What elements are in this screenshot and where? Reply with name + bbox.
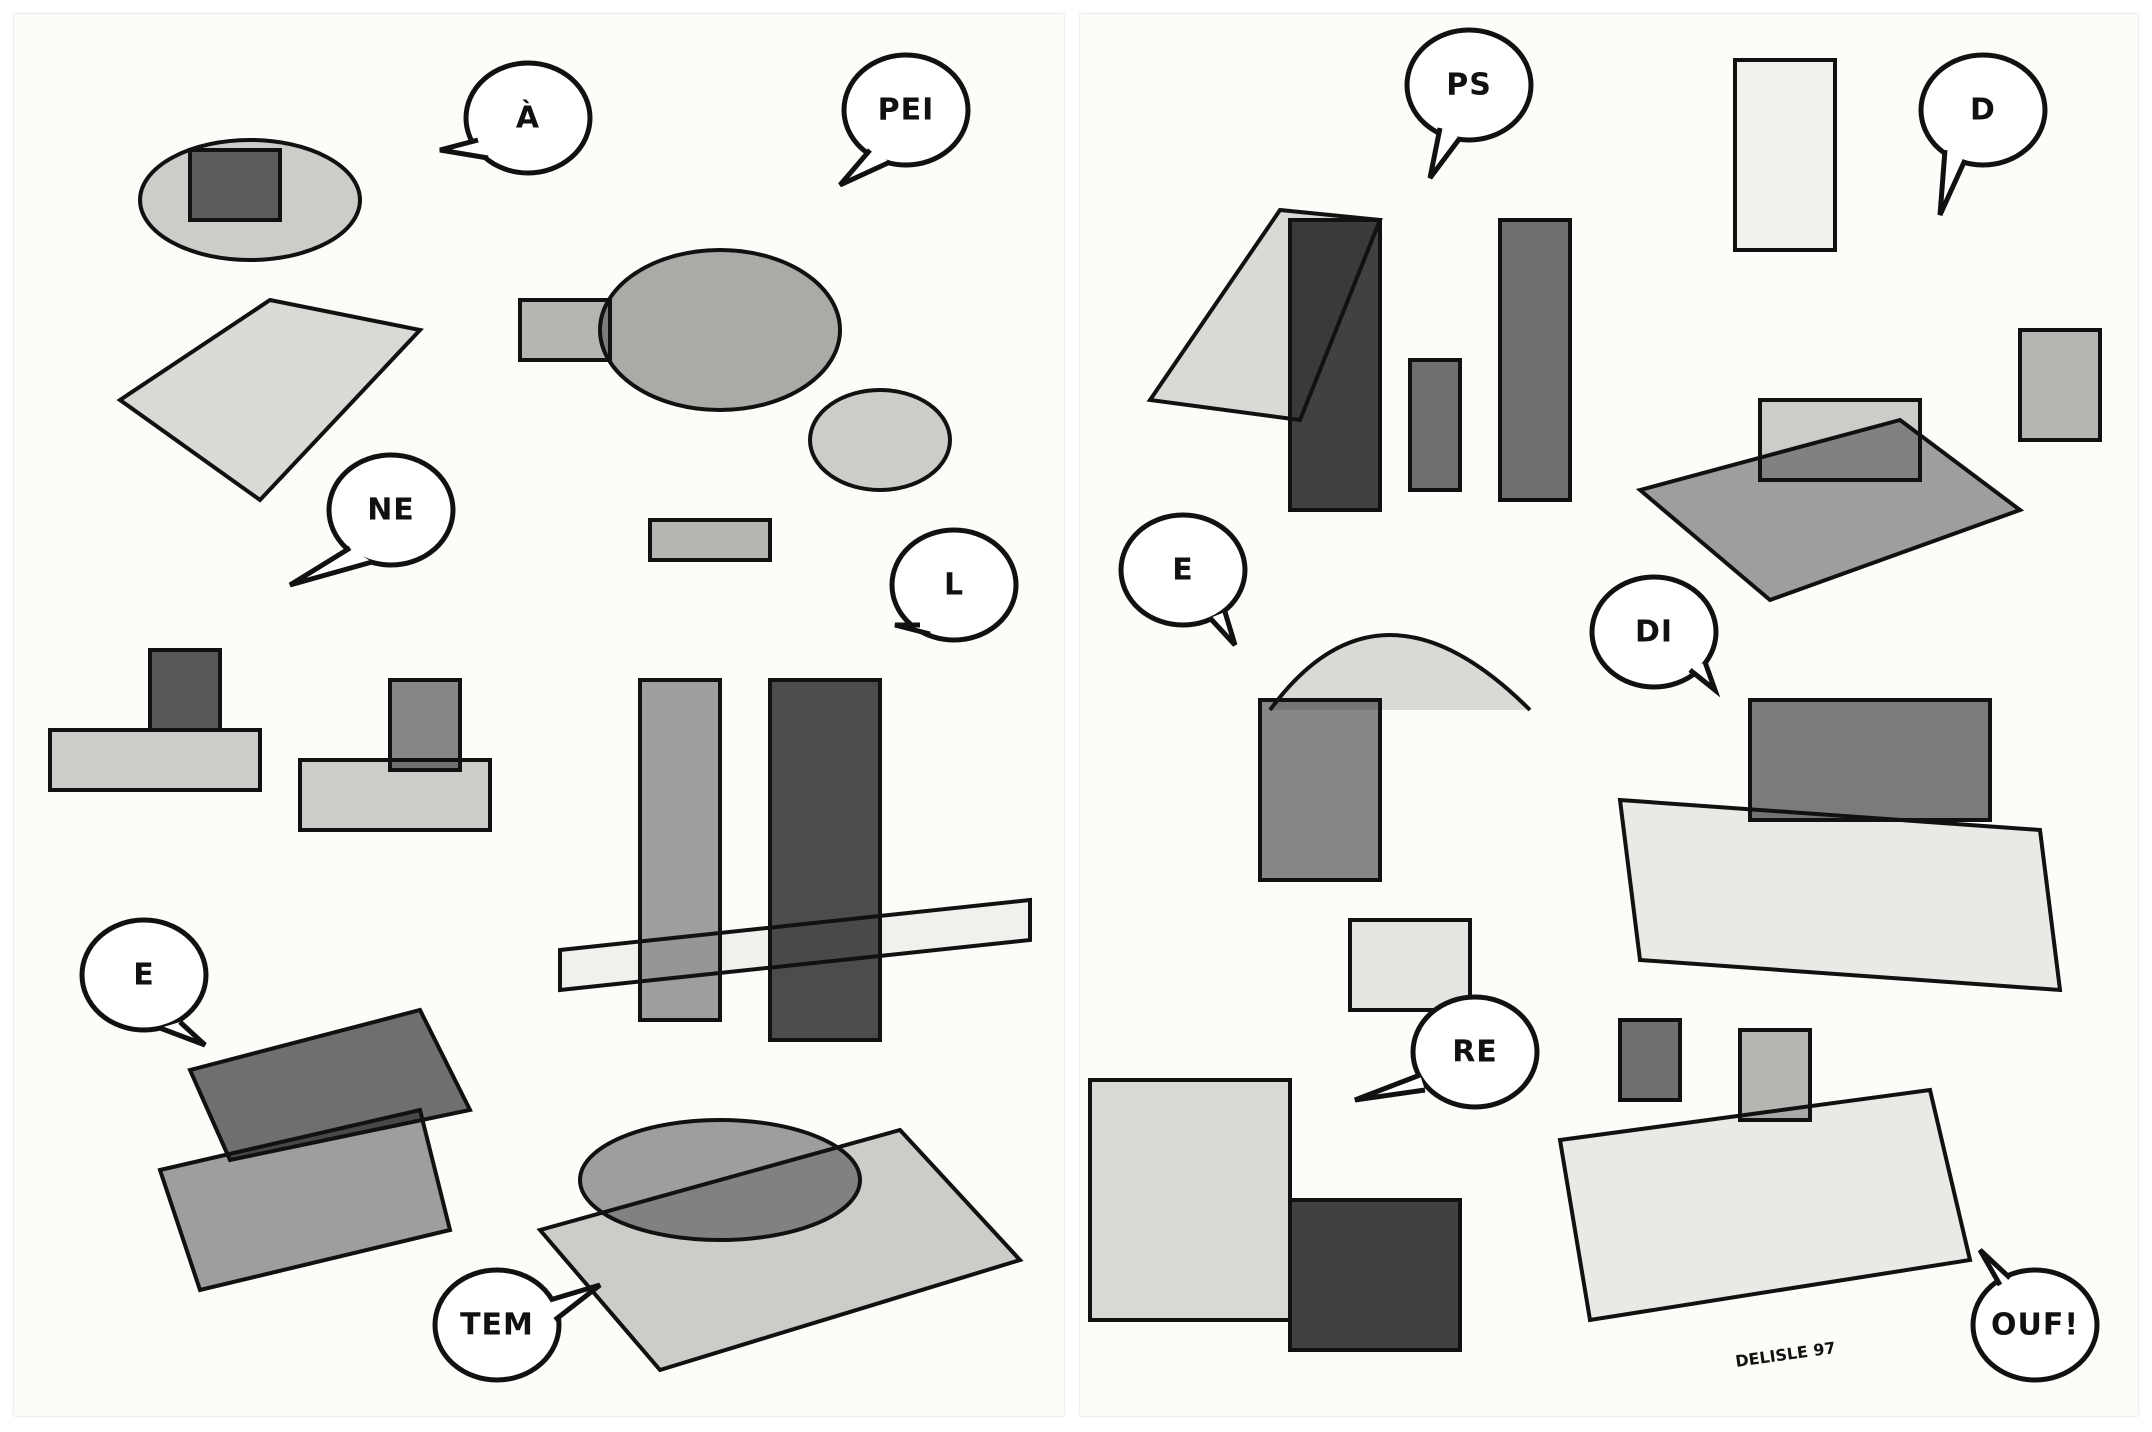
speech-bubble-l: L: [943, 567, 965, 603]
speech-bubble-di: DI: [1634, 614, 1674, 650]
scene-baby-scale: [116, 138, 424, 503]
speech-bubble-e2: E: [1172, 552, 1194, 588]
bubble-shape: [1589, 574, 1721, 698]
speech-bubble-e: E: [133, 957, 155, 993]
bubble-shape: [838, 52, 971, 188]
bubble-shape: [79, 917, 209, 1048]
bubble-shape: [432, 1267, 602, 1383]
bubble-shape: [889, 527, 1019, 643]
scene-toys: [518, 248, 952, 562]
scene-car-crash: [157, 1007, 473, 1293]
bubble-shape: [1970, 1248, 2100, 1383]
scene-school: [48, 648, 492, 832]
bubble-shape: [1918, 52, 2048, 217]
speech-bubble-d: D: [1970, 92, 1996, 128]
speech-bubble-ouf: OUF!: [1990, 1307, 2080, 1343]
scene-teens: [558, 678, 1032, 1042]
speech-bubble-pei: PEI: [877, 92, 935, 128]
scene-beach: [1258, 633, 1532, 1012]
scene-wedding-dinner: [1617, 698, 2063, 993]
scene-armchair-tv: [1088, 1078, 1462, 1352]
speech-bubble-tem: TEM: [460, 1307, 534, 1343]
speech-bubble-ps: PS: [1446, 67, 1492, 103]
scene-study-room: [1635, 58, 2102, 603]
bubble-shape: [1404, 27, 1534, 180]
bubble-shape: [288, 452, 456, 588]
scene-bed: [536, 1118, 1024, 1373]
scene-family-walk: [1146, 207, 1572, 512]
bubble-shape: [1118, 512, 1248, 647]
speech-bubbles: [79, 27, 2100, 1383]
scene-hospital: [1557, 1018, 1973, 1323]
speech-bubble-re: RE: [1452, 1034, 1498, 1070]
bubble-shape: [439, 60, 593, 176]
bubble-shape: [1354, 994, 1540, 1110]
speech-bubble-a: À: [515, 100, 541, 136]
speech-bubble-ne: NE: [367, 492, 415, 528]
